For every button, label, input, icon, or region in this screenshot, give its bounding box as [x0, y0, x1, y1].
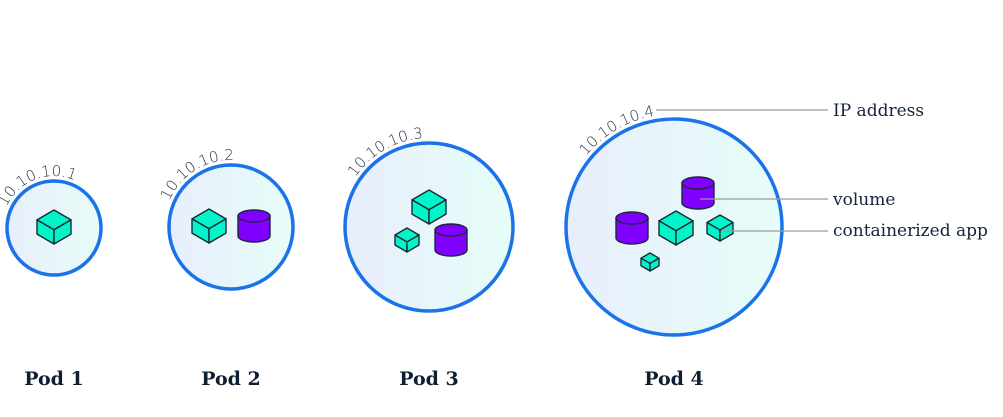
legend-ip-address: IP address — [833, 101, 924, 121]
tiny-cube-icon — [640, 252, 660, 272]
legend: IP address volume containerized app — [656, 101, 988, 241]
volume-cylinder-icon — [237, 209, 271, 243]
volume-cylinder-icon — [615, 211, 649, 245]
pod-boundary — [167, 163, 295, 291]
legend-volume: volume — [832, 190, 895, 210]
small-cube-icon — [706, 214, 734, 242]
volume-cylinder-icon — [681, 176, 715, 210]
small-cube-icon — [394, 227, 420, 253]
cube-icon — [411, 189, 447, 225]
pod-boundary — [343, 141, 515, 313]
cube-icon — [658, 210, 694, 246]
pod-label: Pod 4 — [644, 368, 704, 390]
pod-label: Pod 1 — [24, 368, 84, 390]
pod-label: Pod 3 — [399, 368, 459, 390]
volume-cylinder-icon — [434, 223, 468, 257]
cube-icon — [36, 209, 72, 245]
pod-label: Pod 2 — [201, 368, 261, 390]
legend-containerized-app: containerized app — [833, 221, 988, 241]
cube-icon — [191, 208, 227, 244]
